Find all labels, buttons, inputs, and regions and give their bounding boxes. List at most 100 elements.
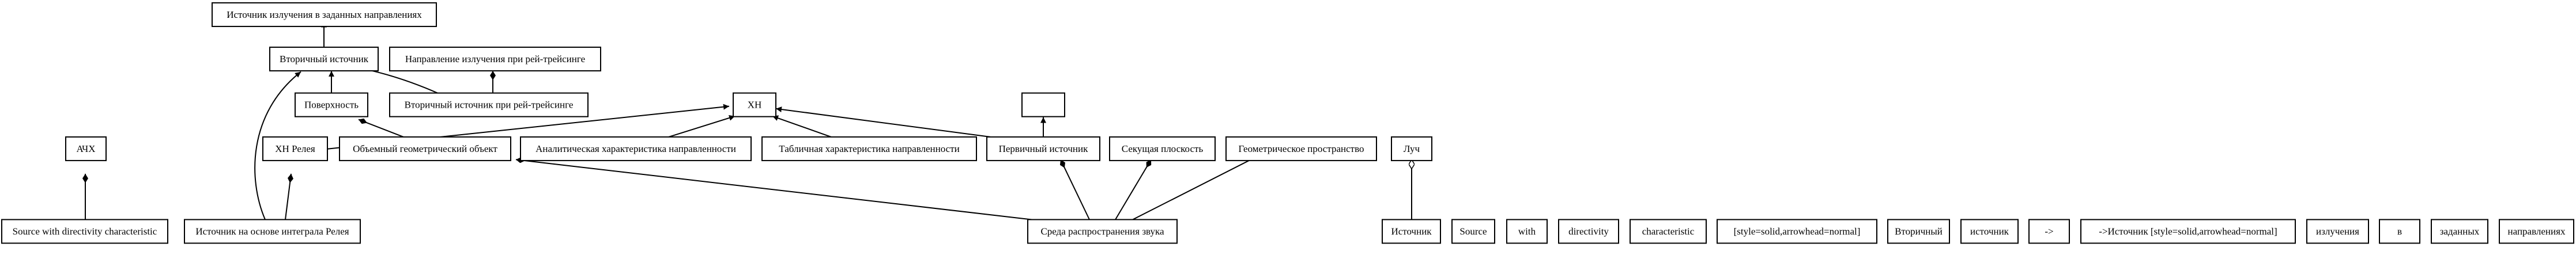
node-medium: Среда распространения звука <box>1027 219 1178 244</box>
node-label: Направление излучения при рей-трейсинге <box>405 54 585 64</box>
node-box <box>2306 219 2369 244</box>
node-label: Секущая плоскость <box>1122 143 1204 154</box>
nodes: Источник излучения в заданных направлени… <box>1 2 2574 244</box>
edge-medium-to-space <box>1132 159 1251 220</box>
node-empty-box <box>1021 92 1065 117</box>
node-t-directivity: directivity <box>1558 219 1619 244</box>
node-box <box>389 47 601 72</box>
node-box <box>1717 219 1877 244</box>
node-box <box>986 136 1100 161</box>
node-box <box>2379 219 2420 244</box>
node-box <box>733 92 776 117</box>
node-surface: Поверхность <box>295 92 368 117</box>
node-label: Геометрическое пространство <box>1239 143 1364 154</box>
node-label: directivity <box>1568 226 1609 237</box>
node-rayleigh-source: Источник на основе интеграла Релея <box>184 219 361 244</box>
node-source-directions: Источник излучения в заданных направлени… <box>212 2 437 27</box>
node-label: Табличная характеристика направленности <box>779 143 960 154</box>
node-label: ХН Релея <box>275 143 315 154</box>
node-secant-plane: Секущая плоскость <box>1109 136 1216 161</box>
node-t-arrow: -> <box>2028 219 2070 244</box>
node-box <box>269 47 379 72</box>
node-label: Вторичный <box>1895 226 1943 237</box>
edge-medium-to-secant <box>1115 159 1152 220</box>
node-box <box>1021 92 1065 117</box>
node-secondary-source: Вторичный источник <box>269 47 379 72</box>
node-box <box>1960 219 2019 244</box>
node-box <box>212 2 437 27</box>
node-label: Source <box>1459 226 1487 237</box>
node-t-source-ru: Источник <box>1382 219 1441 244</box>
node-t-secondary: Вторичный <box>1887 219 1950 244</box>
node-box <box>262 136 328 161</box>
node-t-directions: направлениях <box>2499 219 2574 244</box>
node-t-characteristic: characteristic <box>1630 219 1707 244</box>
node-label: Source with directivity characteristic <box>13 226 157 237</box>
node-label: Источник <box>1391 226 1432 237</box>
node-box <box>65 136 107 161</box>
edge-medium-to-primary <box>1059 159 1090 220</box>
node-box <box>1451 219 1495 244</box>
node-label: Вторичный источник <box>280 54 369 64</box>
node-label: Источник на основе интеграла Релея <box>195 226 349 237</box>
node-achx: АЧХ <box>65 136 107 161</box>
node-t-arrow-source: ->Источник [style=solid,arrowhead=normal… <box>2080 219 2296 244</box>
node-box <box>295 92 368 117</box>
node-label: Среда распространения звука <box>1040 226 1164 237</box>
node-secondary-ray: Вторичный источник при рей-трейсинге <box>389 92 589 117</box>
node-label: with <box>1518 226 1536 237</box>
node-box <box>1027 219 1178 244</box>
edge-analytic-to-xh <box>668 115 736 138</box>
node-label: Источник излучения в заданных направлени… <box>227 9 422 20</box>
edge-primary-to-xh <box>775 106 991 138</box>
node-label: направлениях <box>2508 226 2566 237</box>
node-t-with: with <box>1506 219 1548 244</box>
node-box <box>2080 219 2296 244</box>
node-box <box>184 219 361 244</box>
node-label: Первичный источник <box>999 143 1089 154</box>
node-t-given: заданных <box>2431 219 2488 244</box>
node-analytic-char: Аналитическая характеристика направленно… <box>520 136 752 161</box>
node-box <box>1391 136 1432 161</box>
node-box <box>1558 219 1619 244</box>
edge-medium-to-volume <box>515 157 1032 220</box>
node-label: ->Источник [style=solid,arrowhead=normal… <box>2099 226 2277 237</box>
node-box <box>1109 136 1216 161</box>
node-source-directivity: Source with directivity characteristic <box>1 219 168 244</box>
node-xh: ХН <box>733 92 776 117</box>
node-box <box>761 136 977 161</box>
node-volume-object: Объемный геометрический объект <box>339 136 511 161</box>
node-box <box>1630 219 1707 244</box>
node-box <box>2431 219 2488 244</box>
node-geom-space: Геометрическое пространство <box>1225 136 1377 161</box>
node-label: -> <box>2045 226 2053 237</box>
node-box <box>520 136 752 161</box>
node-label: излучения <box>2316 226 2359 237</box>
node-box <box>1 219 168 244</box>
node-label: ХН <box>748 100 762 111</box>
node-box <box>389 92 589 117</box>
node-table-char: Табличная характеристика направленности <box>761 136 977 161</box>
node-label: [style=solid,arrowhead=normal] <box>1734 226 1861 237</box>
node-box <box>2499 219 2574 244</box>
node-label: Аналитическая характеристика направленно… <box>535 143 736 154</box>
edge-secondary-ray-to-secondary <box>357 66 444 97</box>
node-t-style: [style=solid,arrowhead=normal] <box>1717 219 1877 244</box>
node-ray-direction: Направление излучения при рей-трейсинге <box>389 47 601 72</box>
edge-rayleigh-to-xh-rayleigh <box>285 173 293 220</box>
node-label: Поверхность <box>304 100 359 111</box>
node-box <box>339 136 511 161</box>
node-label: Объемный геометрический объект <box>353 143 497 154</box>
node-box <box>1225 136 1377 161</box>
node-label: в <box>2397 226 2402 237</box>
node-primary-source: Первичный источник <box>986 136 1100 161</box>
node-label: источник <box>1970 226 2009 237</box>
edges <box>82 21 1412 220</box>
edge-volume-to-surface <box>358 118 404 138</box>
node-t-source2: источник <box>1960 219 2019 244</box>
node-ray: Луч <box>1391 136 1432 161</box>
node-label: Вторичный источник при рей-трейсинге <box>405 100 574 111</box>
edge-rayleigh-to-secondary <box>254 71 301 220</box>
node-t-radiation: излучения <box>2306 219 2369 244</box>
